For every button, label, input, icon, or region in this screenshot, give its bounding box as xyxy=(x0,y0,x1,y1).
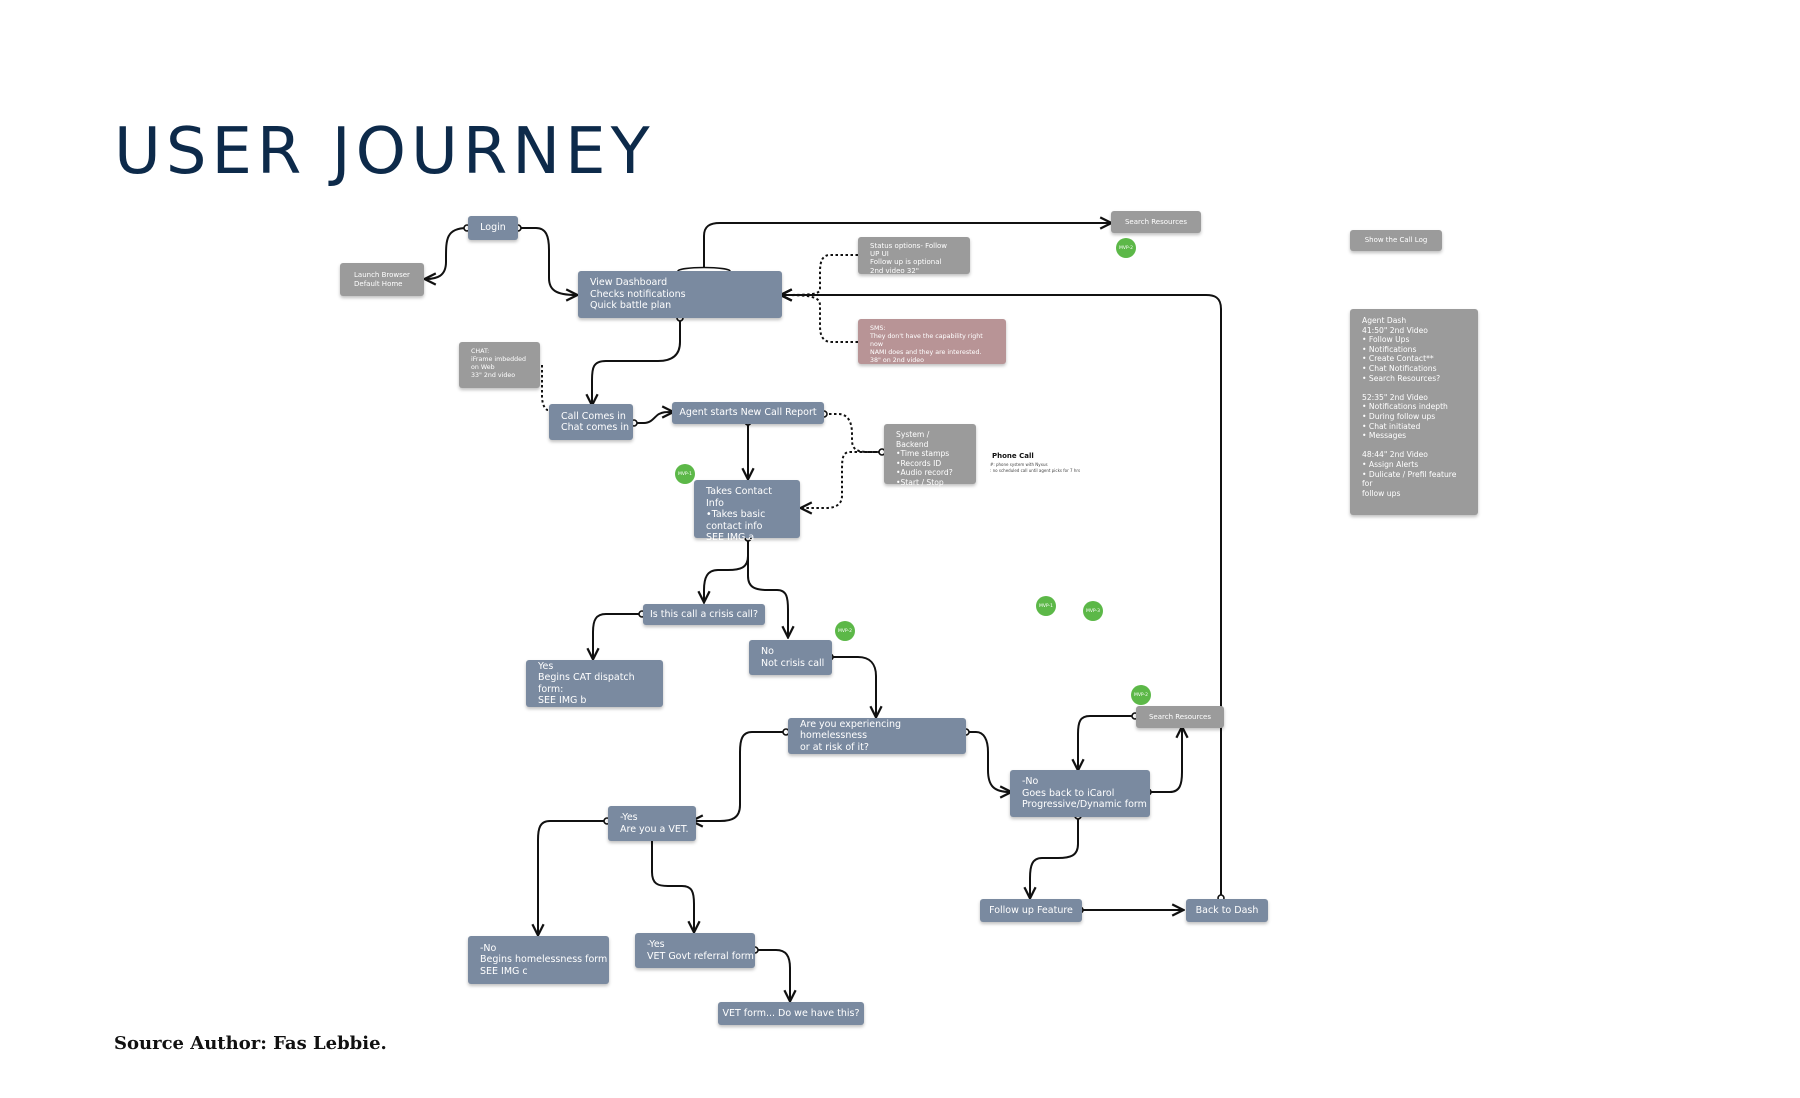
search-resources-right-label: Search Resources xyxy=(1148,712,1212,721)
mvp-badge: MVP-2 xyxy=(835,621,855,641)
yes-vet-referral-node[interactable]: -Yes VET Govt referral form xyxy=(635,933,755,968)
no-crisis-call-label: No Not crisis call xyxy=(761,646,825,669)
edge-homeless-no xyxy=(966,731,1010,792)
search-resources-top-label: Search Resources xyxy=(1124,217,1188,226)
view-dashboard-label: View Dashboard Checks notifications Quic… xyxy=(590,277,686,312)
yes-are-you-vet-label: -Yes Are you a VET. xyxy=(620,812,689,835)
login-node[interactable]: Login xyxy=(468,216,518,240)
edge-icarol-followup xyxy=(1030,816,1079,897)
mvp-badge: MVP-3 xyxy=(1083,601,1103,621)
search-resources-right-node[interactable]: Search Resources xyxy=(1136,706,1224,728)
agent-starts-report-label: Agent starts New Call Report xyxy=(679,407,817,419)
no-back-to-icarol-label: -No Goes back to iCarol Progressive/Dyna… xyxy=(1022,776,1147,811)
status-options-note: Status options- Follow UP UI Follow up i… xyxy=(858,237,970,275)
edge-search-right-icarol xyxy=(1078,715,1135,769)
is-crisis-call-label: Is this call a crisis call? xyxy=(649,608,758,620)
takes-contact-info-node[interactable]: Takes Contact Info •Takes basic contact … xyxy=(694,480,800,543)
mvp-badge: MVP-2 xyxy=(1131,685,1151,705)
edge-homeless-yes xyxy=(693,731,786,821)
agent-dash-note: Agent Dash 41:50" 2nd Video • Follow Ups… xyxy=(1350,309,1478,515)
mvp-badge: MVP-2 xyxy=(1116,238,1136,258)
yes-vet-referral-label: -Yes VET Govt referral form xyxy=(647,939,754,962)
yes-cat-dispatch-label: Yes Begins CAT dispatch form: SEE IMG b xyxy=(538,660,635,707)
search-resources-top-node[interactable]: Search Resources xyxy=(1111,211,1201,233)
page-title: USER JOURNEY xyxy=(114,115,655,189)
edge-vet-no xyxy=(538,820,607,934)
dotted-status-dashboard xyxy=(782,254,858,295)
dotted-sms-dashboard xyxy=(782,295,858,343)
chat-note: CHAT: iFrame imbedded on Web 33" 2nd vid… xyxy=(459,342,540,388)
sms-label: SMS: They don't have the capability righ… xyxy=(870,325,983,364)
yes-cat-dispatch-node[interactable]: Yes Begins CAT dispatch form: SEE IMG b xyxy=(526,660,663,707)
sms-note: SMS: They don't have the capability righ… xyxy=(858,319,1006,364)
mvp-badge: MVP-1 xyxy=(1036,596,1056,616)
edge-login-dashboard xyxy=(518,227,576,295)
launch-browser-node[interactable]: Launch Browser Default Home xyxy=(340,263,424,296)
vet-form-label: VET form... Do we have this? xyxy=(722,1007,860,1019)
chat-label: CHAT: iFrame imbedded on Web 33" 2nd vid… xyxy=(471,348,526,379)
agent-dash-label: Agent Dash 41:50" 2nd Video • Follow Ups… xyxy=(1362,316,1457,498)
edge-crisis-yes xyxy=(593,613,642,658)
call-comes-in-label: Call Comes in Chat comes in xyxy=(561,410,629,434)
edge-login-launch xyxy=(426,227,468,279)
edge-dashboard-call xyxy=(592,318,681,404)
no-homelessness-form-label: -No Begins homelessness form SEE IMG c xyxy=(480,942,608,977)
follow-up-feature-label: Follow up Feature xyxy=(989,904,1073,916)
edge-contact-crisis xyxy=(704,538,749,601)
show-call-log-node[interactable]: Show the Call Log xyxy=(1350,230,1442,251)
edge-icarol-search-right xyxy=(1148,728,1182,793)
yes-are-you-vet-node[interactable]: -Yes Are you a VET. xyxy=(608,806,696,841)
launch-browser-label: Launch Browser Default Home xyxy=(354,271,410,288)
homelessness-question-label: Are you experiencing homelessness or at … xyxy=(800,718,902,753)
status-options-label: Status options- Follow UP UI Follow up i… xyxy=(870,242,948,275)
edge-back-to-dash-dashboard xyxy=(782,295,1222,898)
no-back-to-icarol-node[interactable]: -No Goes back to iCarol Progressive/Dyna… xyxy=(1010,770,1150,817)
no-homelessness-form-node[interactable]: -No Begins homelessness form SEE IMG c xyxy=(468,936,609,984)
edge-referral-form xyxy=(755,949,790,1000)
login-label: Login xyxy=(480,222,506,234)
source-author: Source Author: Fas Lebbie. xyxy=(114,1033,387,1054)
view-dashboard-node[interactable]: View Dashboard Checks notifications Quic… xyxy=(578,271,782,318)
dotted-chat-call xyxy=(541,365,549,411)
is-crisis-call-node[interactable]: Is this call a crisis call? xyxy=(643,604,765,625)
follow-up-feature-node[interactable]: Follow up Feature xyxy=(980,899,1082,922)
edge-contact-nocrisis xyxy=(747,538,788,636)
dotted-agent-system xyxy=(824,413,882,453)
homelessness-question-node[interactable]: Are you experiencing homelessness or at … xyxy=(788,718,966,754)
system-backend-label: System / Backend •Time stamps •Records I… xyxy=(896,430,953,496)
no-crisis-call-node[interactable]: No Not crisis call xyxy=(749,640,832,675)
show-call-log-label: Show the Call Log xyxy=(1364,236,1428,245)
back-to-dash-label: Back to Dash xyxy=(1195,904,1259,916)
edge-dashboard-search-top xyxy=(703,223,1110,270)
call-comes-in-node[interactable]: Call Comes in Chat comes in xyxy=(549,404,633,440)
phone-call-heading: Phone Call xyxy=(992,452,1034,460)
edge-vet-yes xyxy=(651,836,694,931)
edge-nocrisis-homeless xyxy=(830,656,876,716)
system-backend-note: System / Backend •Time stamps •Records I… xyxy=(884,424,976,496)
takes-contact-info-label: Takes Contact Info •Takes basic contact … xyxy=(706,486,772,543)
mvp-badge: MVP-1 xyxy=(675,464,695,484)
back-to-dash-node[interactable]: Back to Dash xyxy=(1186,899,1268,922)
agent-starts-report-node[interactable]: Agent starts New Call Report xyxy=(672,402,824,424)
edge-call-agent xyxy=(634,412,672,424)
dotted-system-contact xyxy=(802,451,882,508)
vet-form-node[interactable]: VET form... Do we have this? xyxy=(718,1002,864,1025)
phone-call-note: #: phone system with Nyxus : no schedule… xyxy=(990,462,1081,473)
